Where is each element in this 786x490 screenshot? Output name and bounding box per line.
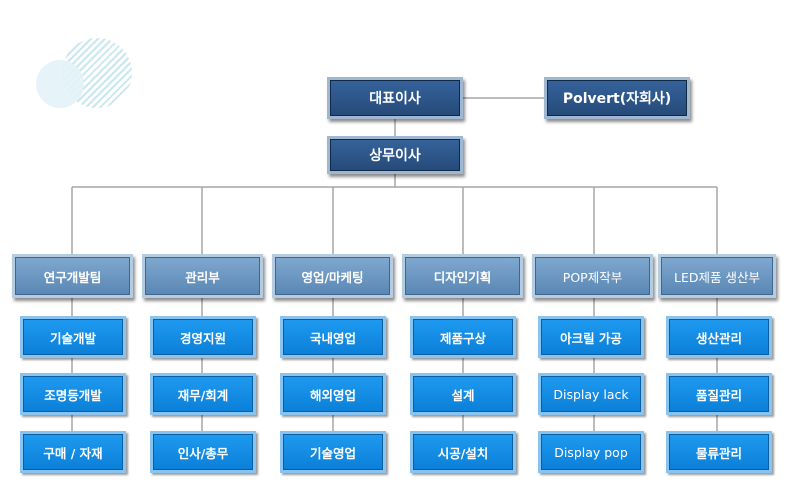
sub-label: 경영지원	[179, 330, 226, 346]
sub-label: 기술개발	[49, 330, 96, 346]
sub-box: 인사/총무	[150, 431, 256, 473]
sub-box: 조명등개발	[20, 373, 126, 415]
sub-label: Display pop	[554, 444, 628, 460]
sub-label: 아크릴 가공	[560, 330, 622, 346]
dept-label: 연구개발팀	[43, 269, 102, 285]
sub-box: Display pop	[538, 431, 644, 473]
sub-label: 재무/회계	[177, 387, 229, 403]
sub-label: 인사/총무	[177, 445, 229, 461]
sub-box: 국내영업	[280, 316, 386, 358]
sub-box: 설계	[410, 373, 516, 415]
sub-label: 시공/설치	[437, 445, 489, 461]
sub-box: 구매 / 자재	[20, 431, 126, 473]
sub-label: 품질관리	[695, 387, 742, 403]
sub-label: 구매 / 자재	[43, 445, 103, 461]
dept-label: 영업/마케팅	[301, 269, 364, 285]
managing-director-box: 상무이사	[327, 136, 463, 174]
sub-label: 생산관리	[695, 330, 742, 346]
sub-box: 기술영업	[280, 431, 386, 473]
sub-box: 아크릴 가공	[538, 316, 644, 358]
dept-label: POP제작부	[562, 269, 623, 285]
sub-label: 물류관리	[695, 445, 742, 461]
subsidiary-box: Polvert(자회사)	[544, 77, 690, 119]
managing-director-label: 상무이사	[369, 148, 421, 164]
decorative-light-circle	[36, 60, 84, 108]
sub-label: 설계	[451, 387, 475, 403]
dept-box-sales: 영업/마케팅	[272, 254, 393, 298]
dept-box-rnd: 연구개발팀	[12, 254, 133, 298]
dept-label: 관리부	[185, 269, 220, 285]
sub-box: 물류관리	[666, 431, 772, 473]
sub-box: 기술개발	[20, 316, 126, 358]
sub-label: 제품구상	[439, 330, 486, 346]
dept-box-led: LED제품 생산부	[658, 254, 776, 298]
sub-box: 생산관리	[666, 316, 772, 358]
sub-box: 경영지원	[150, 316, 256, 358]
subsidiary-label: Polvert(자회사)	[562, 91, 672, 107]
ceo-box: 대표이사	[327, 77, 463, 119]
dept-box-design: 디자인기획	[402, 254, 523, 298]
sub-label: 국내영업	[309, 330, 356, 346]
sub-label: Display lack	[553, 386, 629, 402]
dept-box-pop: POP제작부	[532, 254, 653, 298]
sub-label: 기술영업	[309, 445, 356, 461]
sub-box: Display lack	[538, 373, 644, 415]
dept-box-admin: 관리부	[142, 254, 263, 298]
sub-box: 제품구상	[410, 316, 516, 358]
sub-label: 해외영업	[309, 387, 356, 403]
sub-box: 품질관리	[666, 373, 772, 415]
dept-label: LED제품 생산부	[674, 269, 760, 285]
sub-box: 해외영업	[280, 373, 386, 415]
sub-label: 조명등개발	[44, 387, 102, 403]
sub-box: 시공/설치	[410, 431, 516, 473]
dept-label: 디자인기획	[433, 269, 492, 285]
sub-box: 재무/회계	[150, 373, 256, 415]
ceo-label: 대표이사	[369, 91, 421, 107]
